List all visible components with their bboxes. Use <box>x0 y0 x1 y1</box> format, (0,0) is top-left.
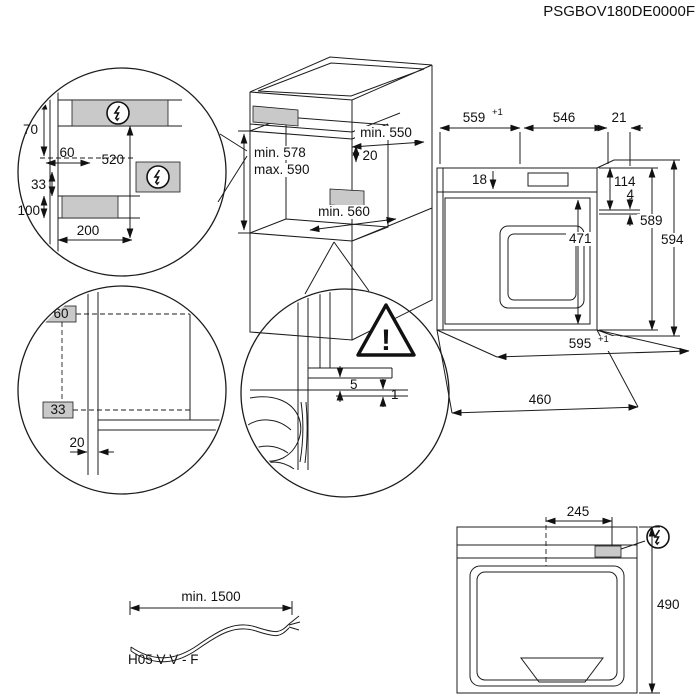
detail-circle-outline <box>240 288 450 498</box>
dim-line-460 <box>451 403 639 417</box>
doc-code: PSGBOV180DE0000F <box>543 3 695 20</box>
dim-oven-595: 595 <box>569 336 592 351</box>
dim-outlet-70: 70 <box>23 122 38 137</box>
dim-floor-5: 5 <box>350 377 358 392</box>
dim-oven-18: 18 <box>472 172 487 187</box>
top-view-recess <box>520 657 604 683</box>
dim-oven-559: 559 <box>463 110 486 125</box>
top-view-outline <box>456 526 638 694</box>
detail-circle-corner: 60 33 20 <box>17 285 227 495</box>
dim-oven-595-tol: +1 <box>598 334 609 345</box>
dim-rail: 20 <box>362 148 377 163</box>
oven-top-view: 245 490 <box>456 504 686 694</box>
oven-door-window-inner <box>507 233 577 301</box>
detail-leader-floor <box>304 241 370 295</box>
dim-outlet-100: 100 <box>17 203 40 218</box>
dim-oven-546: 546 <box>553 110 576 125</box>
detail-circle-outlets: 70 60 520 33 100 200 <box>17 67 227 277</box>
dim-topview-490: 490 <box>657 597 680 612</box>
dim-topview-245: 245 <box>567 504 590 519</box>
oven-body <box>436 167 598 331</box>
oven-door-window-outer <box>499 225 585 309</box>
outlet-zone-front <box>252 105 299 127</box>
outlet-leader-line <box>620 540 646 550</box>
wood-grain <box>243 396 308 470</box>
dim-outlet-60: 60 <box>59 145 74 160</box>
dim-niche-height-min: min. 578 <box>254 145 306 160</box>
top-view-cavity-inner <box>476 571 618 681</box>
warning-exclamation: ! <box>381 324 391 357</box>
cable-curve <box>130 623 290 663</box>
cable-type-label: H05 V V - F <box>128 652 199 667</box>
dim-oven-559-tol: +1 <box>492 107 503 118</box>
dim-label-bg <box>654 598 686 612</box>
cable-length-label: min. 1500 <box>181 589 240 604</box>
dim-corner-33: 33 <box>50 402 65 417</box>
detail-circle-floor-content <box>243 292 408 470</box>
dim-corner-60: 60 <box>53 306 68 321</box>
detail-circle-outline <box>17 67 227 277</box>
dim-outlet-520: 520 <box>101 152 124 167</box>
warning-icon: ! <box>356 303 416 357</box>
dim-oven-594: 594 <box>661 232 684 247</box>
cabinet-corner-lines <box>87 292 224 475</box>
dim-corner-20: 20 <box>69 435 84 450</box>
dim-niche-height-max: max. 590 <box>254 162 310 177</box>
warning-triangle <box>356 303 416 357</box>
detail-circle-outline <box>17 285 227 495</box>
power-outlet-icon <box>146 165 170 189</box>
dim-label-bg <box>637 214 667 228</box>
dim-oven-589: 589 <box>640 213 663 228</box>
panel-lines <box>250 292 408 470</box>
dim-oven-114: 114 <box>614 174 636 189</box>
dim-line-niche-width <box>351 139 425 150</box>
dim-line-niche-depth <box>309 216 397 233</box>
cable-exit-zone <box>594 545 622 558</box>
dim-label-bg <box>314 205 376 219</box>
top-view-cavity-outer <box>469 565 625 687</box>
oven-front-view: 559 +1 546 21 18 114 4 471 589 594 595 +… <box>436 107 690 417</box>
dim-ticks-niche-height <box>238 130 252 234</box>
dim-oven-4: 4 <box>626 187 634 202</box>
outlet-zone-c <box>61 195 119 219</box>
detail-circle-corner-content <box>42 292 224 475</box>
oven-display <box>527 172 569 187</box>
dim-outlet-200: 200 <box>77 223 100 238</box>
detail-circle-outlets-content <box>40 70 182 272</box>
dim-label-bg <box>566 232 594 246</box>
dim-label-bg <box>252 163 308 177</box>
dim-outlet-33: 33 <box>31 177 46 192</box>
dim-niche-depth: min. 560 <box>318 204 370 219</box>
dim-floor-1: 1 <box>391 387 399 402</box>
dim-oven-471: 471 <box>569 231 592 246</box>
construction-lines <box>61 313 190 411</box>
dim-oven-21: 21 <box>611 110 626 125</box>
detail-circle-floor: ! 5 1 <box>240 288 450 498</box>
dim-label-bg <box>355 126 417 140</box>
dim-oven-460: 460 <box>529 392 552 407</box>
cable-fray <box>288 615 301 631</box>
power-outlet-icon <box>646 525 670 549</box>
dim-niche-width: min. 550 <box>360 125 412 140</box>
cabinet-view: min. 550 20 min. 578 max. 590 min. 560 <box>217 56 433 341</box>
dim-label-bg <box>252 146 308 160</box>
dim-ticks-1500 <box>129 601 293 615</box>
dim-label-bg <box>658 233 688 247</box>
cable-drawing: min. 1500 H05 V V - F <box>128 589 301 667</box>
dim-label-bg <box>523 393 557 407</box>
power-outlet-icon <box>106 101 130 125</box>
outlet-zone-e <box>42 401 74 419</box>
dim-label-bg <box>562 336 620 351</box>
dim-line-595 <box>496 347 690 361</box>
